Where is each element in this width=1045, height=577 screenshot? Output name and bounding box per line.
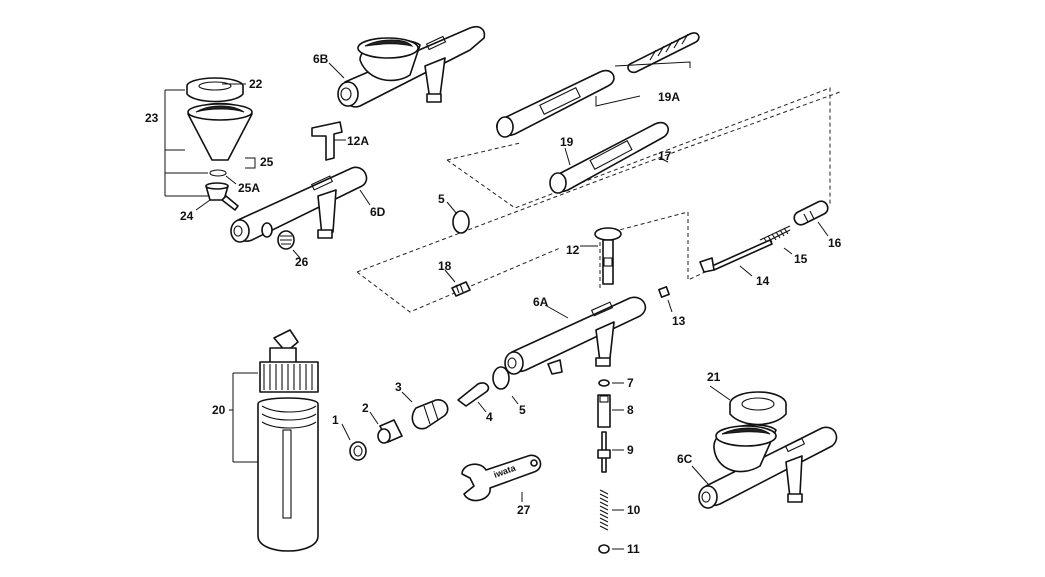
label-25a: 25A [238, 181, 260, 195]
airbrush-body-6b [338, 27, 484, 107]
label-20: 20 [212, 403, 226, 417]
label-6a: 6A [533, 295, 549, 309]
label-16: 16 [828, 236, 842, 250]
trigger-lever-12a [312, 122, 342, 160]
label-12: 12 [566, 243, 580, 257]
label-6b: 6B [313, 52, 329, 66]
label-25: 25 [260, 155, 274, 169]
label-15: 15 [794, 252, 808, 266]
label-12a: 12A [347, 134, 369, 148]
needle-spring-assembly [700, 201, 828, 272]
label-17: 17 [658, 149, 672, 163]
label-2: 2 [362, 401, 369, 415]
label-8: 8 [627, 403, 634, 417]
label-18: 18 [438, 259, 452, 273]
label-21: 21 [707, 370, 721, 384]
label-5-upper: 5 [438, 192, 445, 206]
label-27: 27 [517, 503, 531, 517]
label-13: 13 [672, 314, 686, 328]
label-11: 11 [627, 542, 640, 556]
label-23: 23 [145, 111, 159, 125]
airbrush-body-6c [699, 425, 837, 508]
part-18 [452, 282, 470, 296]
label-10: 10 [627, 503, 641, 517]
cup-lid-21 [730, 392, 786, 425]
o-ring-5-upper [453, 211, 469, 233]
label-6d: 6D [370, 205, 386, 219]
label-19: 19 [560, 135, 574, 149]
label-24: 24 [180, 209, 194, 223]
needle-chucking-guide-19a [497, 33, 699, 137]
airbrush-body-6a [505, 297, 645, 374]
label-26: 26 [295, 255, 309, 269]
label-4: 4 [486, 410, 493, 424]
o-ring-5-lower [493, 367, 509, 389]
label-1: 1 [332, 413, 339, 427]
bottle-20 [258, 330, 318, 551]
trigger-stack-parts [598, 380, 610, 553]
label-22: 22 [249, 77, 263, 91]
wrench-27: iwata [462, 455, 541, 500]
part-13 [659, 287, 669, 297]
airbrush-body-6d [231, 167, 367, 249]
label-3: 3 [395, 380, 402, 394]
label-14: 14 [756, 274, 770, 288]
label-19a: 19A [658, 90, 680, 104]
label-5-lower: 5 [519, 403, 526, 417]
label-7: 7 [627, 376, 634, 390]
main-lever-12 [595, 228, 621, 284]
label-9: 9 [627, 443, 634, 457]
label-6c: 6C [677, 452, 693, 466]
